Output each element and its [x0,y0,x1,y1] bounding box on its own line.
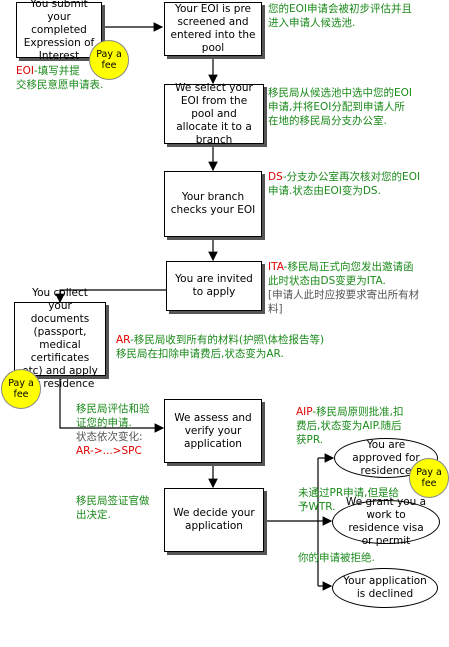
work-visa-oval: We grant you a work to residence visa or… [332,496,440,547]
assess-box: We assess and verify your application [164,399,262,463]
arrow-invited-to-collect [55,289,167,304]
arrow-collect-to-assess [59,376,165,433]
note-aip: AIP-移民局原则批准,扣 费后,状态变为AIP.随后 获PR. [296,406,404,446]
fee-badge-approved: Pay a fee [409,458,449,498]
decide-box: We decide your application [164,488,264,552]
note-decide: 移民局签证官做 出决定. [76,495,150,521]
note-declined: 你的申请被拒绝. [298,552,375,564]
note-eoi: EOI-填写并提 交移民意愿申请表. [16,65,104,91]
note-pool: 您的EOI申请会被初步评估并且 进入申请人候选池. [268,3,412,29]
select-eoi-box: We select your EOI from the pool and all… [164,82,264,146]
note-ita: ITA-移民局正式向您发出邀请函 此时状态由DS变更为ITA. [申请人此时应按… [268,261,420,315]
note-ds: DS-分支办公室再次核对您的EOI 申请.状态由EOI变为DS. [268,171,421,197]
fee-badge-residence: Pay a fee [1,369,41,409]
declined-oval: Your application is declined [332,568,438,608]
note-assess: 移民局评估和验 证您的申请. 状态依次变化: AR->...>SPC [76,403,150,457]
prescreen-box: Your EOI is pre screened and entered int… [164,2,262,56]
note-ar: AR-移民局收到所有的材料(护照\体检报告等) 移民局在扣除申请费后,状态变为A… [116,334,325,360]
invited-box: You are invited to apply [166,261,262,311]
collect-docs-box: You collect your documents (passport, me… [14,287,106,390]
note-branch-allocation: 移民局从候选池中选中您的EOI 申请,并将EOI分配到申请人所 在地的移民局分支… [268,87,412,127]
submit-eoi-box: You submit your completed Expression of … [16,0,102,62]
fee-badge-eoi: Pay a fee [89,40,129,80]
branch-checks-box: Your branch checks your EOI [164,171,262,237]
note-wtr: 未通过PR申请,但是给 予WTR. [298,487,399,513]
